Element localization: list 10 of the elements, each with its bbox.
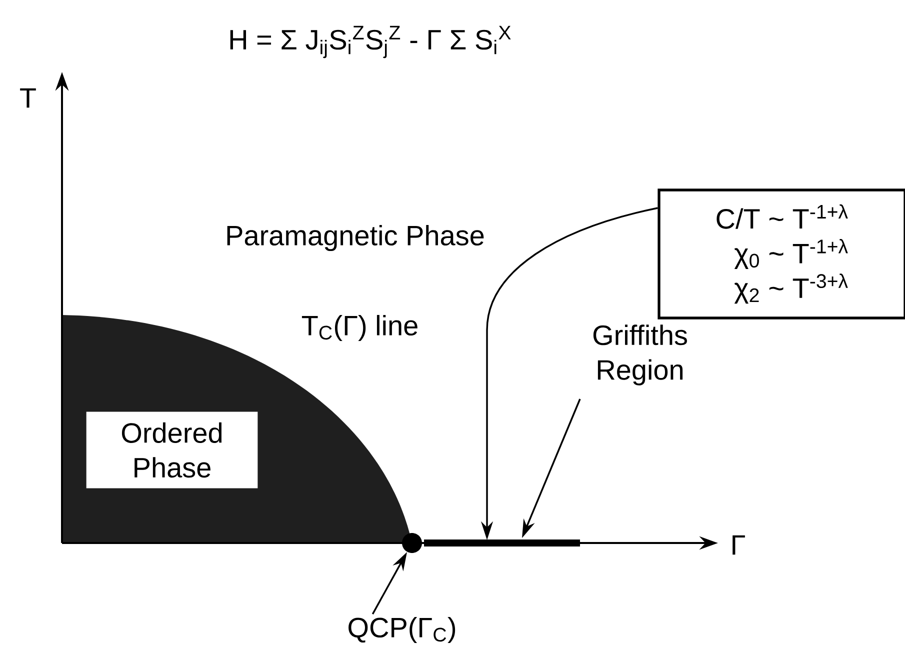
point-label: QCP(Γ$_{C}$) <box>348 616 456 644</box>
critical-point <box>402 533 422 553</box>
formula-box: C/T ~ T$^{-1+λ}$ χ$_{0}$ ~ T$^{-1+λ}$ χ$_{2}$ ~ T$^{-3+λ}$ <box>658 188 905 320</box>
phase-box: Ordered Phase <box>86 412 258 488</box>
phase-label: Paramagnetic Phase <box>227 224 484 252</box>
region-label: Griffiths Region <box>593 324 687 386</box>
axis-label: Γ <box>732 535 745 555</box>
axis-label: T <box>20 88 36 108</box>
hamiltonian-formula: H = Σ J$_{ij}$S$_{i}$$^{Z}$S$_{j}$$^{Z}$ - Γ Σ S$_{i}$X <box>230 26 511 58</box>
line-label: T$_{C}$(Γ) line <box>302 314 418 342</box>
